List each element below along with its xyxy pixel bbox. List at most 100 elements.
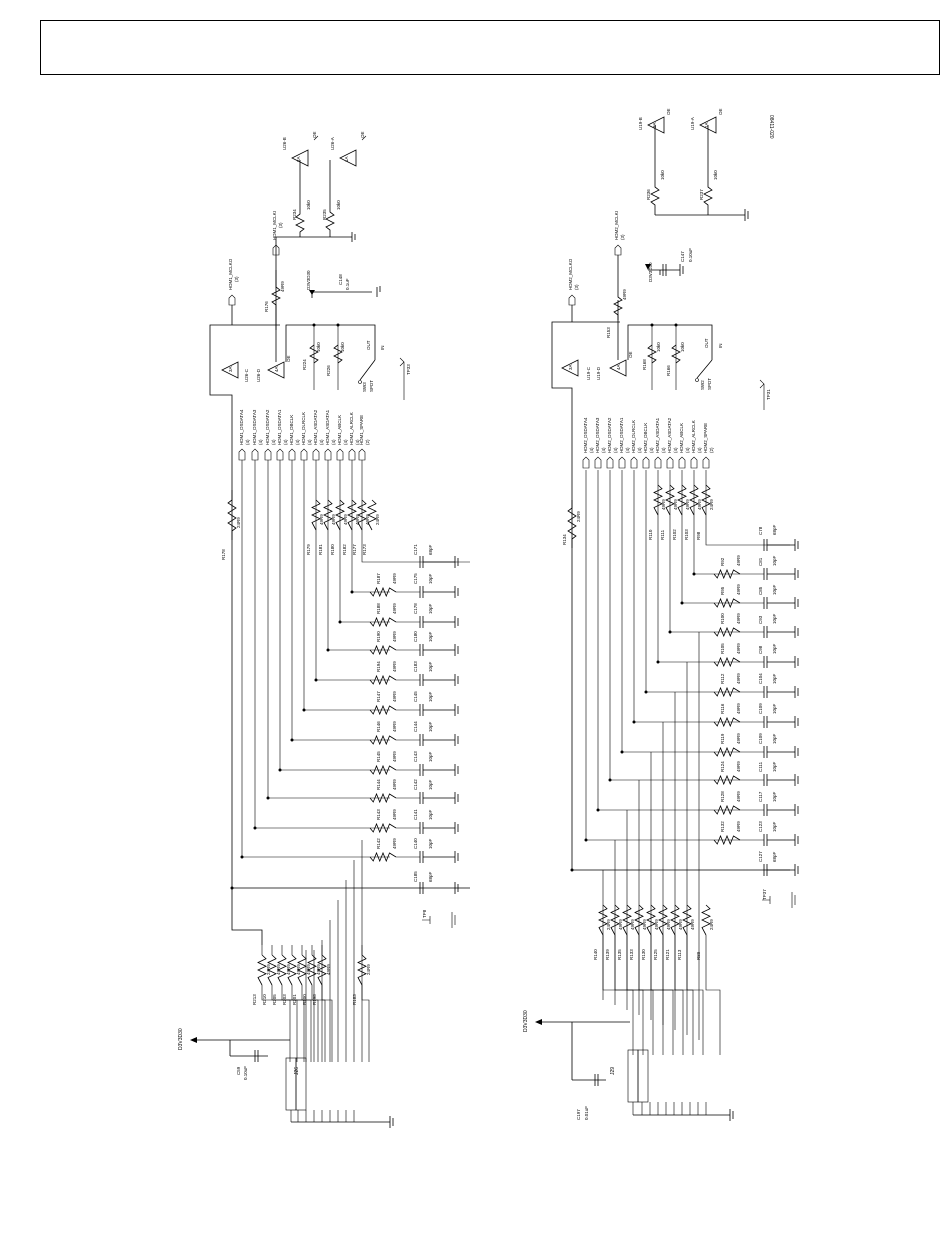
left-filter-resistor-value: 49R9 bbox=[392, 691, 397, 702]
right-filter-resistor-value: 49R9 bbox=[736, 555, 741, 566]
right-filter-resistor-value: 49R9 bbox=[736, 643, 741, 654]
left-c171-value: 68pF bbox=[428, 544, 433, 555]
left-c148-ref: C148 bbox=[338, 274, 343, 285]
net-port-icon bbox=[324, 448, 332, 461]
left-buffer-u26b-pins: 2A bbox=[296, 156, 301, 162]
left-filter-resistor-value: 49R9 bbox=[392, 721, 397, 732]
right-buffer-u19a-ref: U19-A bbox=[690, 117, 695, 130]
net-port-icon bbox=[312, 448, 320, 461]
right-supply: D3V3D30 C197 0.01uF bbox=[523, 1010, 630, 1120]
right-circuit: D3V3D30 C197 0.01uF J29 R14024R9R13949R9… bbox=[523, 108, 799, 1121]
right-supply-arrow-icon bbox=[535, 1019, 542, 1025]
left-c185-value: 68pF bbox=[428, 871, 433, 882]
right-filter-cap-ref: C81 bbox=[758, 557, 763, 566]
left-filter-resistor-ref: R146 bbox=[376, 721, 381, 732]
right-header-resistor-value: 24R9 bbox=[606, 919, 611, 930]
right-connector-j29: J29 bbox=[610, 1049, 734, 1121]
right-buffer-u19a-icon bbox=[699, 116, 717, 134]
right-filter-cap-value: 10pF bbox=[772, 555, 777, 566]
right-filter-resistor-value: 49R9 bbox=[736, 821, 741, 832]
left-r176-value: 49R9 bbox=[280, 281, 285, 292]
left-filter-resistor-ref: R145 bbox=[376, 751, 381, 762]
left-r226-value: 10k0 bbox=[340, 342, 345, 352]
left-filter-cap-value: 10pF bbox=[428, 691, 433, 702]
left-series-resistor-value: 49R9 bbox=[355, 514, 360, 525]
left-filter-resistor-ref: R144 bbox=[376, 779, 381, 790]
left-filter-resistor-ref: R190 bbox=[376, 631, 381, 642]
right-filter-cap-value: 10pF bbox=[772, 733, 777, 744]
right-tp31: TP31 bbox=[766, 389, 771, 400]
left-filter-resistor-value: 49R9 bbox=[392, 751, 397, 762]
left-filter-cap-value: 10pF bbox=[428, 573, 433, 584]
right-filter-cap-ref: C117 bbox=[758, 791, 763, 802]
left-header-resistor-ref: R183 bbox=[352, 994, 357, 1005]
right-buffer-u19d-ref: U19-D bbox=[596, 366, 601, 380]
right-net-label: HDM2_ALRCLK bbox=[691, 420, 696, 453]
left-filter-resistor-ref: R188 bbox=[376, 603, 381, 614]
right-net-tag: (4) bbox=[685, 447, 690, 453]
right-filter-cap-value: 10pF bbox=[772, 584, 777, 595]
right-supply2-label: D3V3D30 bbox=[648, 262, 653, 282]
right-mclko-tag: (3) bbox=[574, 284, 579, 290]
left-header-resistor-ref: R198 bbox=[312, 994, 317, 1005]
right-r168-value: 10k0 bbox=[656, 342, 661, 352]
left-net-tag: (4) bbox=[258, 439, 263, 445]
left-filter-cap-ref: C178 bbox=[413, 603, 418, 614]
right-c127-ref: C127 bbox=[758, 851, 763, 862]
net-port-icon bbox=[276, 448, 284, 461]
right-net-tag: (4) bbox=[601, 447, 606, 453]
left-buffer-u26c-ref: U26-C bbox=[244, 368, 249, 382]
right-series-resistor-ref: R102 bbox=[672, 529, 677, 540]
net-port-icon bbox=[654, 456, 662, 469]
right-net-label: HDM2_DSDATA1 bbox=[619, 417, 624, 453]
right-header-resistor-ref: R113 bbox=[677, 949, 682, 960]
right-series-resistor-ref: R111 bbox=[660, 529, 665, 540]
title-block bbox=[40, 20, 940, 75]
left-switch-out: OUT bbox=[366, 340, 371, 350]
right-filter-cap-ref: C109 bbox=[758, 733, 763, 744]
left-supply: D3V3D30 C59 0.10uF bbox=[178, 1028, 290, 1080]
right-net-labels: HDM2_DSDATA4(4)HDM2_DSDATA3(4)HDM2_DSDAT… bbox=[582, 417, 714, 469]
right-filter-cap-value: 10pF bbox=[772, 673, 777, 684]
left-net-label: HDM1_DSDATA2 bbox=[265, 409, 270, 445]
supply-arrow-icon bbox=[190, 1037, 197, 1043]
left-mclko-label: HDM1_MCLKO bbox=[228, 258, 233, 290]
left-net-label: HDM1_ABCLK bbox=[337, 415, 342, 445]
left-series-resistor-value: 49R9 bbox=[319, 514, 324, 525]
left-header-resistor-value: 24R9 bbox=[366, 964, 371, 975]
left-oe-label-a: OE bbox=[360, 131, 365, 138]
right-buffer-u19c-pins: 3A bbox=[568, 364, 573, 370]
right-series-resistor-value: 49R9 bbox=[685, 499, 690, 510]
left-series-resistor-ref: R181 bbox=[318, 544, 323, 555]
left-mclko-tag: (3) bbox=[234, 276, 239, 282]
left-net-label: HDM1_DSDATA1 bbox=[277, 409, 282, 445]
left-r234-ref: R234 bbox=[292, 209, 297, 220]
left-header-resistor-ref: R210 bbox=[262, 994, 267, 1005]
right-filter-cap-value: 10pF bbox=[772, 613, 777, 624]
net-port-icon bbox=[642, 456, 650, 469]
right-supply-cap-ref: C197 bbox=[576, 1109, 581, 1120]
left-net-label: HDM1_DLRCLK bbox=[301, 412, 306, 445]
right-net-label: HDM2_ABCLK bbox=[679, 423, 684, 453]
right-connector-ref: J29 bbox=[610, 1067, 616, 1075]
right-c78-value: 68pF bbox=[772, 524, 777, 535]
right-r166-ref: R166 bbox=[666, 365, 671, 376]
right-supply-label: D3V3D30 bbox=[523, 1010, 529, 1032]
left-tp33: TP33 bbox=[406, 364, 411, 375]
right-top-caps: C78 68pF C127 68pF TP37 bbox=[758, 524, 799, 908]
left-filter-cap-ref: C145 bbox=[413, 691, 418, 702]
right-filter-resistor-ref: R119 bbox=[720, 733, 725, 744]
right-filter-resistor-ref: R116 bbox=[720, 703, 725, 714]
right-filter-cap-ref: C85 bbox=[758, 586, 763, 595]
right-header-resistor-ref: R135 bbox=[617, 949, 622, 960]
left-filter-resistor-ref: R143 bbox=[376, 809, 381, 820]
right-series-resistor-value: 49R9 bbox=[673, 499, 678, 510]
right-header-resistor-value: 49R9 bbox=[678, 919, 683, 930]
left-net-tag: (4) bbox=[343, 439, 348, 445]
left-filter-resistor-value: 49R9 bbox=[392, 603, 397, 614]
left-filter-resistor-ref: R187 bbox=[376, 573, 381, 584]
right-filter-resistor-ref: R95 bbox=[720, 586, 725, 595]
left-filter-cap-value: 10pF bbox=[428, 721, 433, 732]
right-supply-cap-value: 0.01uF bbox=[584, 1106, 589, 1120]
